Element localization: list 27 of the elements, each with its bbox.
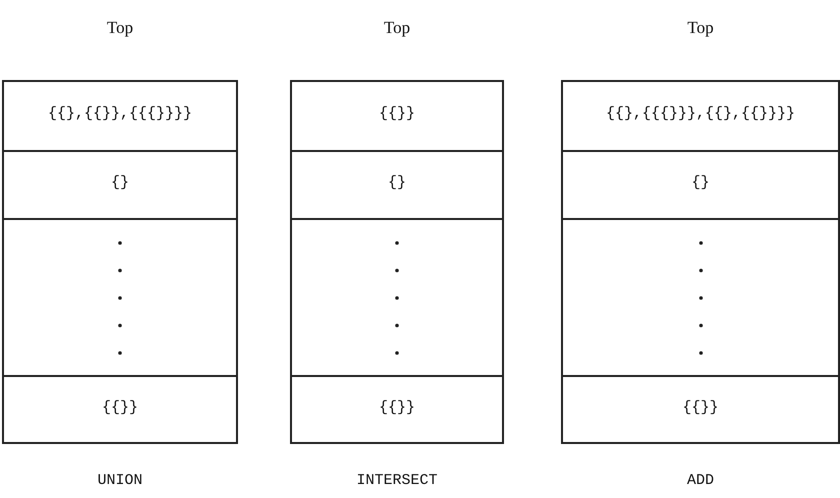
- set-value: {}: [110, 174, 129, 191]
- stack-cell: [561, 375, 840, 444]
- stack-heading: Top: [106, 18, 134, 38]
- stack-heading: Top: [384, 18, 410, 38]
- stack-cell: [2, 218, 238, 377]
- stack-cell: [561, 150, 840, 220]
- stack-caption: UNION: [97, 472, 142, 489]
- stack-cell: [2, 80, 238, 152]
- stack-caption: INTERSECT: [356, 472, 438, 489]
- set-value: {{}}: [682, 398, 718, 416]
- stack-cell: [290, 218, 504, 377]
- stack-caption: ADD: [686, 472, 714, 489]
- stack-cell: [290, 150, 504, 220]
- set-value: {{}}: [378, 398, 415, 416]
- stack-cell: [290, 375, 504, 444]
- stack-cell: [2, 375, 238, 444]
- set-value: {}: [388, 174, 406, 191]
- stack-cell: [2, 150, 238, 220]
- stack-cell: [290, 80, 504, 152]
- set-value: {{}}: [102, 398, 138, 416]
- set-value: {{},{{{}}},{{},{{}}}}: [606, 105, 796, 122]
- set-value: {}: [691, 174, 710, 191]
- stack-heading: Top: [687, 18, 714, 38]
- stack-cell: [561, 80, 840, 152]
- set-value: {{}}: [378, 105, 415, 122]
- stack-cell: [561, 218, 840, 377]
- set-value: {{},{{}},{{{}}}}: [48, 105, 192, 122]
